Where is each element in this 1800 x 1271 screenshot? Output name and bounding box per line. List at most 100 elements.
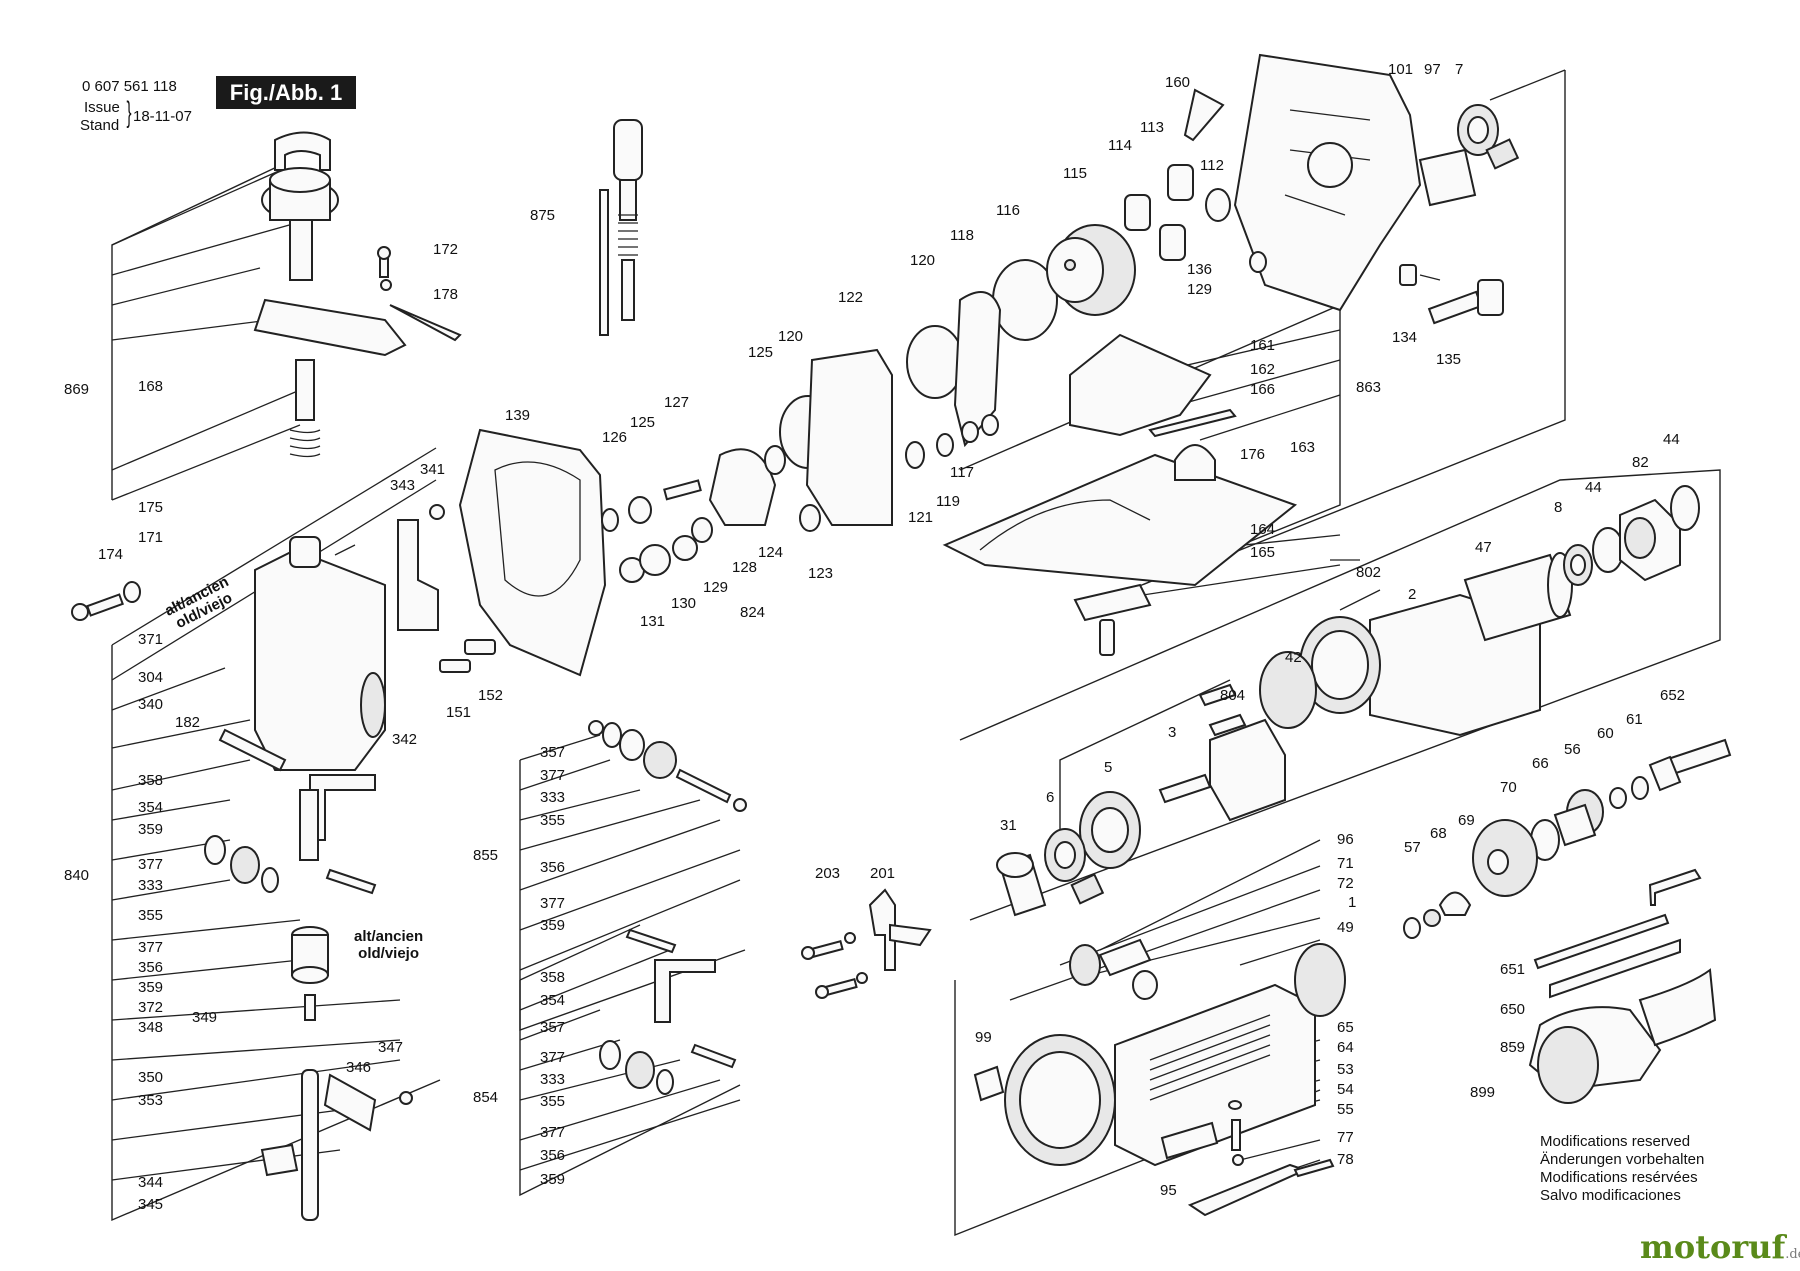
- part-bearing-113: [1167, 164, 1194, 201]
- part-label-l164: 164: [1250, 521, 1276, 538]
- stand-label: Stand: [80, 117, 120, 134]
- part-label-l802: 802: [1356, 564, 1382, 581]
- part-base-plate-164: [942, 453, 1298, 587]
- part-label-l178: 178: [433, 286, 459, 303]
- part-sleeve-31: [996, 852, 1047, 917]
- part-label-l119: 119: [936, 493, 960, 510]
- part-label-l161: 161: [1250, 337, 1276, 354]
- modifications-line: Änderungen vorbehalten: [1540, 1151, 1705, 1168]
- part-label-l113: 113: [1140, 119, 1164, 136]
- part-roller-assembly-854: [599, 928, 737, 1095]
- part-label-l333a: 333: [138, 877, 164, 894]
- part-label-l131: 131: [640, 613, 666, 630]
- part-label-l651: 651: [1500, 961, 1526, 978]
- part-label-l344: 344: [138, 1174, 164, 1191]
- alt-note-line1: alt/ancien: [354, 928, 424, 945]
- part-valve-stem-53: [1228, 1100, 1244, 1166]
- part-label-l129b: 129: [703, 579, 729, 596]
- part-label-l129: 129: [1187, 281, 1213, 298]
- part-inlet-1: [1069, 938, 1158, 1000]
- part-label-l121: 121: [908, 509, 934, 526]
- modifications-line: Modifications resérvées: [1540, 1169, 1698, 1186]
- part-disc-70: [1472, 819, 1538, 897]
- part-label-l5: 5: [1104, 759, 1113, 776]
- part-label-l152: 152: [478, 687, 504, 704]
- part-label-l114: 114: [1108, 137, 1132, 154]
- part-label-l172: 172: [433, 241, 459, 258]
- part-label-l347: 347: [378, 1039, 404, 1056]
- part-housing-182: [254, 536, 386, 771]
- part-label-l125b: 125: [630, 414, 656, 431]
- part-label-l68: 68: [1430, 825, 1447, 842]
- part-label-l342: 342: [392, 731, 418, 748]
- part-label-l168: 168: [138, 378, 164, 395]
- part-label-l42: 42: [1285, 649, 1302, 666]
- part-label-l356b: 356: [540, 859, 566, 876]
- watermark-logo[interactable]: motoruf.de: [1640, 1228, 1800, 1266]
- part-label-l72: 72: [1337, 875, 1354, 892]
- part-label-l134: 134: [1392, 329, 1418, 346]
- part-label-l354a: 354: [138, 799, 164, 816]
- part-gear-115: [1046, 224, 1136, 316]
- part-plate-343: [397, 504, 496, 673]
- part-label-l64: 64: [1337, 1039, 1354, 1056]
- part-label-l123: 123: [808, 565, 834, 582]
- part-label-l341: 341: [420, 461, 446, 478]
- figure-label: Fig./Abb. 1: [216, 76, 356, 109]
- part-seal-97: [1418, 148, 1477, 207]
- part-label-l356a: 356: [138, 959, 164, 976]
- part-label-l69: 69: [1458, 812, 1475, 829]
- part-screws-203: [801, 932, 868, 999]
- part-label-l377a: 377: [138, 856, 164, 873]
- part-rod-344: [260, 1069, 413, 1221]
- part-label-l44b: 44: [1585, 479, 1602, 496]
- part-label-l57: 57: [1404, 839, 1421, 856]
- part-label-l855: 855: [473, 847, 499, 864]
- part-end-plate-5: [1079, 791, 1141, 869]
- part-label-l358b: 358: [540, 969, 566, 986]
- part-label-l182: 182: [175, 714, 201, 731]
- part-label-l135: 135: [1436, 351, 1462, 368]
- part-washer-57: [1403, 917, 1421, 939]
- part-label-l122: 122: [838, 289, 864, 306]
- part-label-l357b: 357: [540, 1019, 566, 1036]
- part-label-l899: 899: [1470, 1084, 1496, 1101]
- part-label-l176: 176: [1240, 446, 1266, 463]
- part-label-l8: 8: [1554, 499, 1563, 516]
- frame-top-right: [1189, 69, 1566, 571]
- part-label-l333b: 333: [540, 789, 566, 806]
- part-roller-377: [204, 835, 279, 893]
- part-label-l165: 165: [1250, 544, 1276, 561]
- part-small-washers: [601, 496, 713, 583]
- part-label-l55: 55: [1337, 1101, 1354, 1118]
- part-label-l304: 304: [138, 669, 164, 686]
- part-label-l863: 863: [1356, 379, 1382, 396]
- part-label-l3: 3: [1168, 724, 1177, 741]
- part-label-l115: 115: [1063, 165, 1087, 182]
- part-lever-201: [868, 888, 932, 971]
- part-circlip-136: [1249, 251, 1267, 273]
- part-bearing-6: [1044, 828, 1105, 905]
- part-screw-174: [71, 581, 141, 621]
- part-label-l804: 804: [1220, 687, 1246, 704]
- part-label-l128: 128: [732, 559, 758, 576]
- part-label-l346: 346: [346, 1059, 372, 1076]
- part-label-l163: 163: [1290, 439, 1316, 456]
- part-oring-44b: [1592, 527, 1624, 573]
- part-label-l112: 112: [1200, 157, 1224, 174]
- part-label-l348: 348: [138, 1019, 164, 1036]
- part-dust-adapter-859: [1528, 968, 1717, 1104]
- part-label-l54: 54: [1337, 1081, 1354, 1098]
- part-label-l120a: 120: [910, 252, 936, 269]
- part-handle-cylinder: [1114, 943, 1346, 1167]
- part-oring-44a: [1670, 485, 1700, 531]
- part-label-l61: 61: [1626, 711, 1643, 728]
- part-label-l47: 47: [1475, 539, 1492, 556]
- part-label-l117: 117: [950, 464, 974, 481]
- part-label-l53: 53: [1337, 1061, 1354, 1078]
- part-label-l650: 650: [1500, 1001, 1526, 1018]
- part-screw-160: [1183, 88, 1225, 142]
- issue-date: 18-11-07: [133, 108, 192, 125]
- modifications-line: Modifications reserved: [1540, 1133, 1691, 1150]
